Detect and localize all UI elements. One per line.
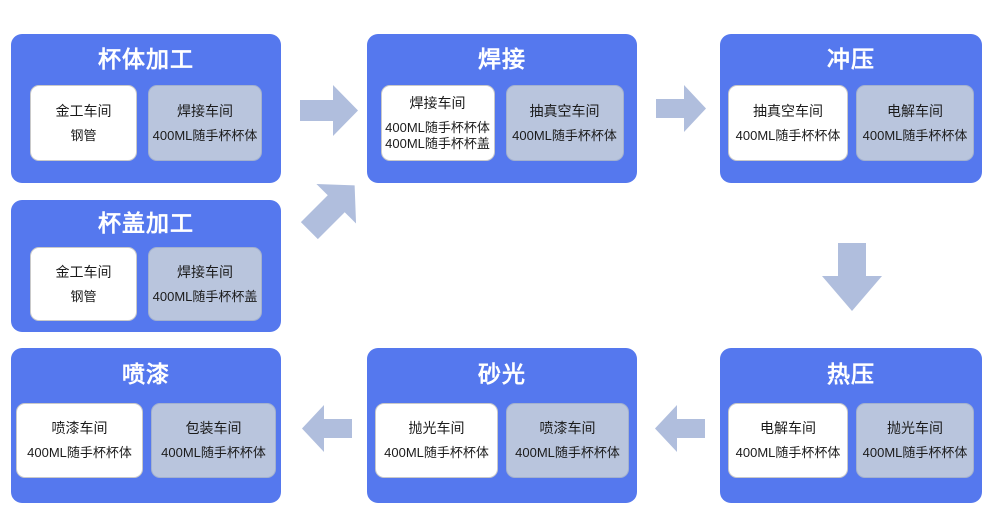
workshop-products: 400ML随手杯杯体 bbox=[736, 445, 841, 461]
workshop-card[interactable]: 金工车间 钢管 bbox=[30, 85, 137, 161]
stage-title: 焊接 bbox=[478, 46, 526, 72]
stage-title: 喷漆 bbox=[122, 361, 170, 387]
workshop-name: 焊接车间 bbox=[409, 94, 466, 111]
arrow-lid-to-welding bbox=[296, 172, 368, 244]
workshop-name: 抽真空车间 bbox=[753, 102, 823, 119]
workshop-card[interactable]: 电解车间 400ML随手杯杯体 bbox=[728, 403, 848, 478]
workshop-products: 400ML随手杯杯体 bbox=[27, 445, 132, 461]
workshop-card[interactable]: 抛光车间 400ML随手杯杯体 bbox=[856, 403, 974, 478]
stage-welding[interactable]: 焊接 焊接车间 400ML随手杯杯体 400ML随手杯杯盖 抽真空车间 400M… bbox=[367, 34, 637, 183]
product-line: 400ML随手杯杯体 bbox=[515, 445, 620, 461]
workshop-name: 电解车间 bbox=[887, 102, 943, 119]
product-line: 钢管 bbox=[70, 127, 97, 143]
stage-cup-lid-processing[interactable]: 杯盖加工 金工车间 钢管 焊接车间 400ML随手杯杯盖 bbox=[11, 200, 281, 332]
workshop-name: 抛光车间 bbox=[408, 420, 465, 437]
workshop-card[interactable]: 焊接车间 400ML随手杯杯体 400ML随手杯杯盖 bbox=[380, 85, 495, 161]
workshop-card[interactable]: 金工车间 钢管 bbox=[30, 247, 137, 321]
workshop-products: 400ML随手杯杯盖 bbox=[153, 289, 258, 305]
workshop-card[interactable]: 焊接车间 400ML随手杯杯盖 bbox=[148, 247, 262, 321]
stage-card-list: 金工车间 钢管 焊接车间 400ML随手杯杯体 bbox=[11, 85, 281, 161]
arrow-sanding-to-spraypainting bbox=[302, 405, 352, 452]
stage-card-list: 抛光车间 400ML随手杯杯体 喷漆车间 400ML随手杯杯体 bbox=[367, 403, 637, 478]
stage-card-list: 金工车间 钢管 焊接车间 400ML随手杯杯盖 bbox=[11, 247, 281, 321]
arrow-stamping-to-hotpressing bbox=[822, 243, 882, 311]
stage-title: 热压 bbox=[827, 361, 875, 387]
workshop-products: 400ML随手杯杯体 bbox=[384, 445, 489, 461]
workshop-card[interactable]: 抛光车间 400ML随手杯杯体 bbox=[375, 403, 498, 478]
workshop-card[interactable]: 包装车间 400ML随手杯杯体 bbox=[151, 403, 276, 478]
arrow-hotpressing-to-sanding bbox=[655, 405, 705, 452]
stage-card-list: 焊接车间 400ML随手杯杯体 400ML随手杯杯盖 抽真空车间 400ML随手… bbox=[367, 85, 637, 161]
product-line: 400ML随手杯杯体 bbox=[735, 445, 841, 461]
workshop-card[interactable]: 喷漆车间 400ML随手杯杯体 bbox=[16, 403, 143, 478]
workshop-name: 金工车间 bbox=[55, 263, 112, 280]
workshop-name: 电解车间 bbox=[760, 420, 816, 437]
workshop-name: 金工车间 bbox=[55, 102, 112, 119]
arrow-body-to-welding bbox=[300, 85, 358, 136]
workshop-card[interactable]: 抽真空车间 400ML随手杯杯体 bbox=[505, 85, 624, 161]
stage-title: 杯体加工 bbox=[98, 46, 194, 72]
workshop-products: 400ML随手杯杯体 bbox=[515, 445, 620, 461]
workshop-card[interactable]: 喷漆车间 400ML随手杯杯体 bbox=[506, 403, 629, 478]
stage-hot-pressing[interactable]: 热压 电解车间 400ML随手杯杯体 抛光车间 400ML随手杯杯体 bbox=[720, 348, 982, 503]
stage-title: 砂光 bbox=[478, 361, 526, 387]
stage-stamping[interactable]: 冲压 抽真空车间 400ML随手杯杯体 电解车间 400ML随手杯杯体 bbox=[720, 34, 982, 183]
arrow-welding-to-stamping bbox=[656, 85, 706, 132]
stage-title: 冲压 bbox=[827, 46, 875, 72]
workshop-products: 钢管 bbox=[70, 289, 96, 305]
workshop-card[interactable]: 电解车间 400ML随手杯杯体 bbox=[856, 85, 974, 161]
product-line: 400ML随手杯杯体 bbox=[27, 445, 132, 461]
product-line: 400ML随手杯杯盖 bbox=[385, 135, 490, 151]
workshop-products: 400ML随手杯杯体 400ML随手杯杯盖 bbox=[385, 120, 490, 151]
workshop-card[interactable]: 焊接车间 400ML随手杯杯体 bbox=[148, 85, 262, 161]
workshop-products: 400ML随手杯杯体 bbox=[153, 128, 258, 144]
workshop-products: 400ML随手杯杯体 bbox=[736, 128, 841, 144]
product-line: 400ML随手杯杯体 bbox=[862, 127, 968, 143]
workshop-name: 抛光车间 bbox=[887, 420, 943, 437]
product-line: 400ML随手杯杯体 bbox=[512, 127, 617, 143]
stage-spray-painting[interactable]: 喷漆 喷漆车间 400ML随手杯杯体 包装车间 400ML随手杯杯体 bbox=[11, 348, 281, 503]
workshop-products: 400ML随手杯杯体 bbox=[512, 128, 617, 144]
workshop-name: 包装车间 bbox=[185, 420, 242, 437]
product-line: 400ML随手杯杯体 bbox=[862, 445, 968, 461]
workshop-products: 400ML随手杯杯体 bbox=[863, 128, 968, 144]
stage-card-list: 电解车间 400ML随手杯杯体 抛光车间 400ML随手杯杯体 bbox=[720, 403, 982, 478]
stage-sanding[interactable]: 砂光 抛光车间 400ML随手杯杯体 喷漆车间 400ML随手杯杯体 bbox=[367, 348, 637, 503]
product-line: 钢管 bbox=[70, 288, 97, 304]
workshop-products: 400ML随手杯杯体 bbox=[161, 445, 266, 461]
stage-cup-body-processing[interactable]: 杯体加工 金工车间 钢管 焊接车间 400ML随手杯杯体 bbox=[11, 34, 281, 183]
stage-title: 杯盖加工 bbox=[98, 210, 194, 236]
workshop-products: 400ML随手杯杯体 bbox=[863, 445, 968, 461]
workshop-name: 焊接车间 bbox=[177, 263, 233, 280]
workshop-name: 喷漆车间 bbox=[51, 420, 108, 437]
workshop-name: 焊接车间 bbox=[177, 102, 233, 119]
product-line: 400ML随手杯杯体 bbox=[385, 119, 490, 135]
workshop-products: 钢管 bbox=[70, 128, 96, 144]
product-line: 400ML随手杯杯盖 bbox=[152, 288, 258, 304]
workshop-name: 抽真空车间 bbox=[529, 102, 600, 119]
product-line: 400ML随手杯杯体 bbox=[384, 445, 489, 461]
stage-card-list: 抽真空车间 400ML随手杯杯体 电解车间 400ML随手杯杯体 bbox=[720, 85, 982, 161]
product-line: 400ML随手杯杯体 bbox=[161, 445, 266, 461]
product-line: 400ML随手杯杯体 bbox=[735, 127, 841, 143]
product-line: 400ML随手杯杯体 bbox=[152, 127, 258, 143]
workshop-name: 喷漆车间 bbox=[539, 420, 596, 437]
stage-card-list: 喷漆车间 400ML随手杯杯体 包装车间 400ML随手杯杯体 bbox=[11, 403, 281, 478]
workshop-card[interactable]: 抽真空车间 400ML随手杯杯体 bbox=[728, 85, 848, 161]
